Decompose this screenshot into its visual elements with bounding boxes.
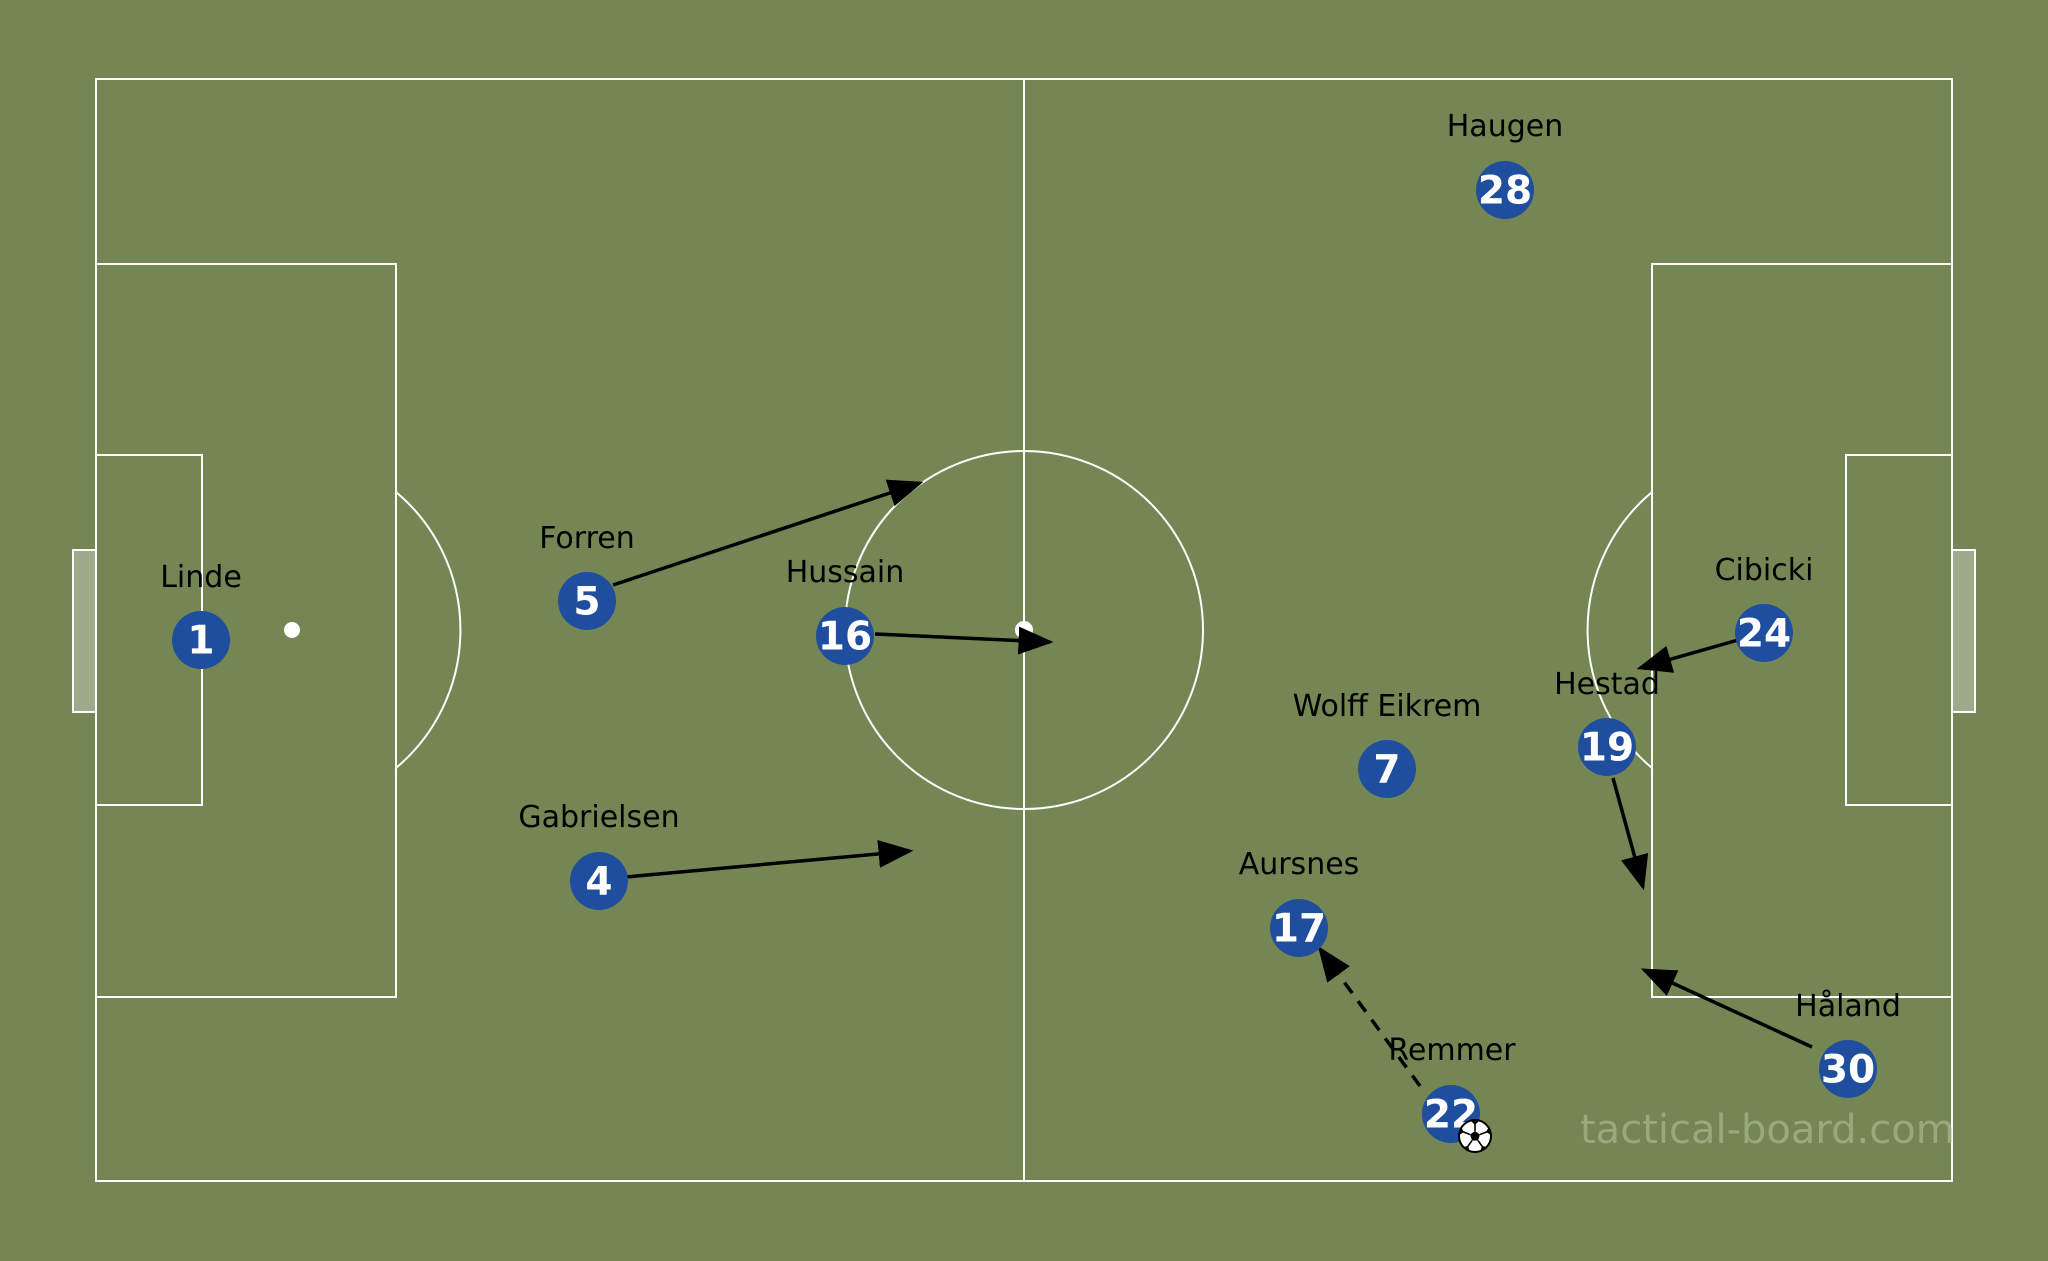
movement-arrow-icon [1636, 638, 1739, 673]
player-wolff-eikrem[interactable]: Wolff Eikrem 7 [1293, 689, 1482, 798]
movement-arrow-icon [625, 839, 914, 879]
player-number: 24 [1737, 612, 1791, 657]
movement-arrow-icon [612, 479, 924, 587]
player-token [1578, 718, 1636, 776]
player-hussain[interactable]: Hussain 16 [786, 555, 905, 665]
player-number: 4 [585, 860, 612, 905]
player-token [1476, 161, 1534, 219]
left-penalty-area [95, 263, 397, 998]
player-number: 16 [818, 615, 872, 660]
player-name: Hussain [786, 555, 905, 590]
left-penalty-spot [284, 622, 300, 638]
player-name: Håland [1795, 989, 1901, 1024]
player-token [1735, 604, 1793, 662]
player-number: 5 [573, 580, 600, 625]
player-token [816, 607, 874, 665]
player-number: 17 [1272, 907, 1326, 952]
player-token [172, 611, 230, 669]
player-haugen[interactable]: Haugen 28 [1447, 109, 1563, 219]
player-forren[interactable]: Forren 5 [539, 521, 635, 630]
player-number: 7 [1373, 748, 1400, 793]
player-number: 19 [1580, 726, 1634, 771]
player-name: Linde [160, 560, 242, 595]
player-remmer[interactable]: Remmer 22 [1388, 1033, 1516, 1143]
pass-arrow-icon [1317, 946, 1422, 1088]
movement-arrows [612, 479, 1813, 1088]
soccer-ball-icon[interactable] [1458, 1119, 1492, 1153]
pitch-markings [72, 78, 1976, 1182]
movement-arrow-icon [1611, 777, 1649, 891]
player-number: 1 [187, 619, 214, 664]
right-goal [1951, 549, 1976, 713]
watermark: tactical-board.com [1580, 1107, 1955, 1153]
player-cibicki[interactable]: Cibicki 24 [1715, 553, 1814, 662]
player-haland[interactable]: Håland 30 [1795, 989, 1901, 1098]
player-name: Wolff Eikrem [1293, 689, 1482, 724]
player-name: Aursnes [1239, 847, 1360, 882]
player-name: Remmer [1388, 1033, 1516, 1068]
player-aursnes[interactable]: Aursnes 17 [1239, 847, 1360, 957]
player-hestad[interactable]: Hestad 19 [1554, 667, 1660, 776]
right-penalty-area [1651, 263, 1953, 998]
player-number: 30 [1821, 1048, 1875, 1093]
player-name: Forren [539, 521, 635, 556]
player-token [570, 852, 628, 910]
player-token [1358, 740, 1416, 798]
left-penalty-arc [395, 491, 462, 769]
player-token [1270, 899, 1328, 957]
player-token [558, 572, 616, 630]
movement-arrow-icon [1640, 968, 1813, 1049]
player-name: Cibicki [1715, 553, 1814, 588]
player-linde[interactable]: Linde 1 [160, 560, 242, 669]
player-name: Gabrielsen [518, 800, 679, 835]
left-goal [72, 549, 97, 713]
player-name: Hestad [1554, 667, 1660, 702]
right-goal-area [1845, 454, 1953, 806]
player-number: 28 [1478, 169, 1532, 214]
movement-arrow-icon [874, 626, 1054, 655]
center-spot [1015, 621, 1033, 639]
player-name: Haugen [1447, 109, 1563, 144]
player-gabrielsen[interactable]: Gabrielsen 4 [518, 800, 680, 910]
player-token [1819, 1040, 1877, 1098]
